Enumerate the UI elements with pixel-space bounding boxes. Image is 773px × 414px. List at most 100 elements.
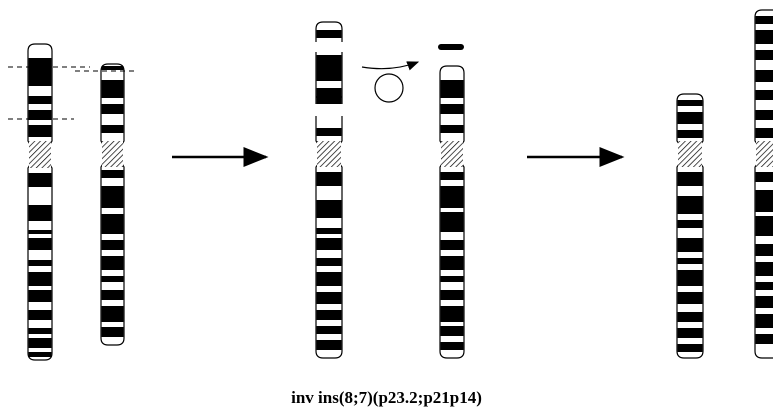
chromosome-7-derivative-band [755, 190, 773, 212]
chromosome-8-broken-band [316, 200, 342, 218]
chromosome-7-derivative-band [755, 314, 773, 328]
chromosome-8-derivative-band [677, 220, 703, 228]
chromosome-7-derivative-band [755, 16, 773, 24]
chromosome-8-derivative-centromere [678, 141, 702, 167]
chromosome-8-broken-gap [314, 42, 344, 52]
chromosome-7-derivative-band [755, 216, 773, 236]
chromosome-8-derivative-band [677, 328, 703, 338]
chromosome-8-normal-band [28, 328, 52, 334]
chromosome-8-broken-band [316, 238, 342, 250]
chromosome-8-normal-band [28, 96, 52, 104]
chromosome-8-normal [27, 43, 53, 361]
chromosome-8-derivative-band [677, 238, 703, 252]
chromosome-8-normal-band [28, 230, 52, 234]
chromosome-8-normal-band [28, 238, 52, 250]
excised-fragment [438, 44, 464, 50]
chromosome-8-derivative-band [677, 172, 703, 186]
chromosome-8-derivative [676, 93, 704, 359]
chromosome-7-derivative-band [755, 262, 773, 276]
inversion-arrow [361, 61, 420, 71]
breakpoint-lines [8, 66, 138, 120]
chromosome-8-broken-band [316, 172, 342, 186]
chromosome-8-normal-band [28, 310, 52, 320]
chromosome-8-broken-centromere [317, 141, 341, 167]
chromosome-7-normal-band [101, 290, 124, 300]
inversion-loop [374, 73, 404, 103]
chromosome-7-derivative-band [755, 110, 773, 120]
chromosome-7-derivative-band [755, 244, 773, 256]
chromosome-7-deleted [439, 65, 465, 359]
chromosome-7-normal-band [101, 80, 124, 98]
chromosome-7-derivative-band [755, 296, 773, 308]
chromosome-7-derivative [754, 9, 773, 359]
chromosome-8-normal-band [28, 352, 52, 357]
chromosome-7-derivative-band [755, 70, 773, 82]
chromosome-7-deleted-band [440, 80, 464, 98]
chromosome-8-derivative-band [677, 312, 703, 322]
chromosomes-layer [27, 9, 773, 361]
chromosome-8-broken-band [316, 258, 342, 266]
chromosome-7-deleted-centromere [441, 141, 463, 167]
chromosome-8-derivative-band [677, 100, 703, 106]
chromosome-7-deleted-band [440, 240, 464, 250]
chromosome-7-normal-band [101, 256, 124, 270]
chromosome-8-normal-band [28, 290, 52, 302]
chromosome-7-deleted-band [440, 290, 464, 300]
chromosome-7-deleted-band [440, 276, 464, 282]
chromosome-8-normal-band [28, 272, 52, 286]
chromosome-7-normal-band [101, 186, 124, 208]
chromosome-8-broken-band [316, 310, 342, 320]
chromosome-8-normal-centromere [29, 141, 51, 168]
chromosome-7-deleted-band [440, 186, 464, 208]
chromosome-8-normal-band [28, 58, 52, 86]
chromosome-7-normal [100, 63, 125, 346]
chromosome-7-deleted-band [440, 342, 464, 350]
chromosome-7-deleted-band [440, 212, 464, 232]
chromosome-7-deleted-band [440, 326, 464, 336]
chromosome-7-deleted-band [440, 104, 464, 114]
chromosome-8-derivative-band [677, 112, 703, 124]
chromosome-7-derivative-band [755, 282, 773, 290]
chromosome-7-normal-band [101, 276, 124, 282]
chromosome-8-broken [314, 21, 344, 359]
figure-caption: inv ins(8;7)(p23.2;p21p14) [291, 388, 482, 407]
chromosome-8-broken-band [316, 272, 342, 286]
inversion-loop-arrow [361, 61, 420, 103]
chromosome-8-derivative-band [677, 344, 703, 352]
chromosome-8-normal-band [28, 260, 52, 266]
chromosome-8-derivative-band [677, 292, 703, 304]
chromosome-8-broken-band [316, 55, 342, 81]
chromosome-7-normal-centromere [102, 141, 123, 167]
chromosome-7-normal-band [101, 125, 124, 133]
chromosome-7-derivative-band [755, 50, 773, 60]
chromosome-8-broken-band [316, 326, 342, 334]
chromosome-8-derivative-band [677, 130, 703, 138]
chromosome-8-normal-band [28, 173, 52, 187]
chromosome-8-broken-band [316, 96, 342, 106]
chromosome-7-normal-band [101, 214, 124, 234]
chromosome-8-broken-band [316, 292, 342, 304]
chromosome-8-broken-band [316, 128, 342, 136]
chromosome-8-broken-band [316, 340, 342, 350]
chromosome-7-deleted-band [440, 125, 464, 133]
chromosome-8-normal-band [28, 205, 52, 221]
chromosome-7-deleted-band [440, 172, 464, 180]
chromosome-7-derivative-band [755, 334, 773, 344]
chromosome-7-derivative-band [755, 90, 773, 100]
chromosome-7-derivative-band [755, 172, 773, 182]
chromosome-8-normal-band [28, 338, 52, 348]
chromosome-7-normal-band [101, 66, 124, 70]
chromosome-8-broken-band [316, 228, 342, 234]
chromosome-7-deleted-band [440, 306, 464, 322]
chromosome-7-normal-band [101, 240, 124, 250]
chromosome-8-derivative-band [677, 258, 703, 264]
chromosome-8-broken-band [316, 30, 342, 38]
chromosome-7-normal-band [101, 306, 124, 322]
chromosome-7-derivative-band [755, 30, 773, 44]
chromosome-7-derivative-centromere [756, 141, 773, 167]
chromosome-8-derivative-band [677, 270, 703, 286]
chromosome-8-normal-band [28, 110, 52, 120]
chromosome-8-broken-band [316, 88, 342, 98]
chromosome-7-normal-band [101, 327, 124, 337]
